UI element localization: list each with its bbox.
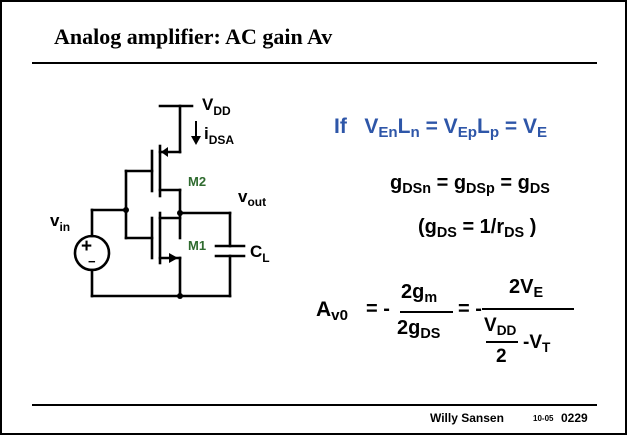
fraction1-numerator: 2gm	[401, 281, 438, 307]
equation-gds-equal: gDSn = gDSp = gDS	[390, 172, 550, 198]
slide-title: Analog amplifier: AC gain Av	[54, 24, 333, 49]
cl-label: CL	[250, 242, 270, 265]
vt-term: -VT	[523, 332, 551, 355]
ground-node-dot	[177, 293, 183, 299]
output-node-dot	[177, 210, 183, 216]
m2-source-arrow	[161, 147, 168, 157]
half-denominator: 2	[496, 346, 507, 367]
vdd-term: VDD	[484, 315, 517, 338]
vin-label: vin	[50, 211, 70, 234]
fraction2-numerator: 2VE	[509, 276, 544, 302]
vdd-label: VDD	[202, 95, 231, 118]
gain-equals-1: = -	[366, 298, 390, 320]
gain-equals-2: = -	[458, 298, 482, 320]
fraction2-bar	[482, 308, 574, 310]
equation-condition: If VEnLn = VEpLp = VE	[334, 115, 548, 142]
equation-gds-definition: (gDS = 1/rDS )	[418, 216, 537, 242]
fraction1-bar	[400, 311, 453, 313]
footer-slide-number: 0229	[561, 411, 588, 425]
footer-date: 10-05	[533, 414, 554, 423]
gain-symbol: Av0	[316, 298, 348, 325]
source-plus-sign: +	[81, 236, 92, 257]
current-arrowhead	[191, 136, 201, 145]
m1-label: M1	[188, 238, 206, 253]
fraction1-denominator: 2gDS	[397, 317, 441, 343]
input-node-dot	[123, 207, 129, 213]
source-minus-sign: −	[88, 254, 96, 269]
vdd-half-bar	[486, 341, 518, 343]
m2-label: M2	[188, 174, 206, 189]
title-underline	[32, 62, 597, 64]
footer-author: Willy Sansen	[430, 411, 504, 425]
m1-source-arrow	[169, 253, 178, 263]
footer-rule	[32, 404, 597, 406]
vout-label: vout	[238, 187, 266, 209]
ids-label: iDSA	[204, 124, 234, 147]
